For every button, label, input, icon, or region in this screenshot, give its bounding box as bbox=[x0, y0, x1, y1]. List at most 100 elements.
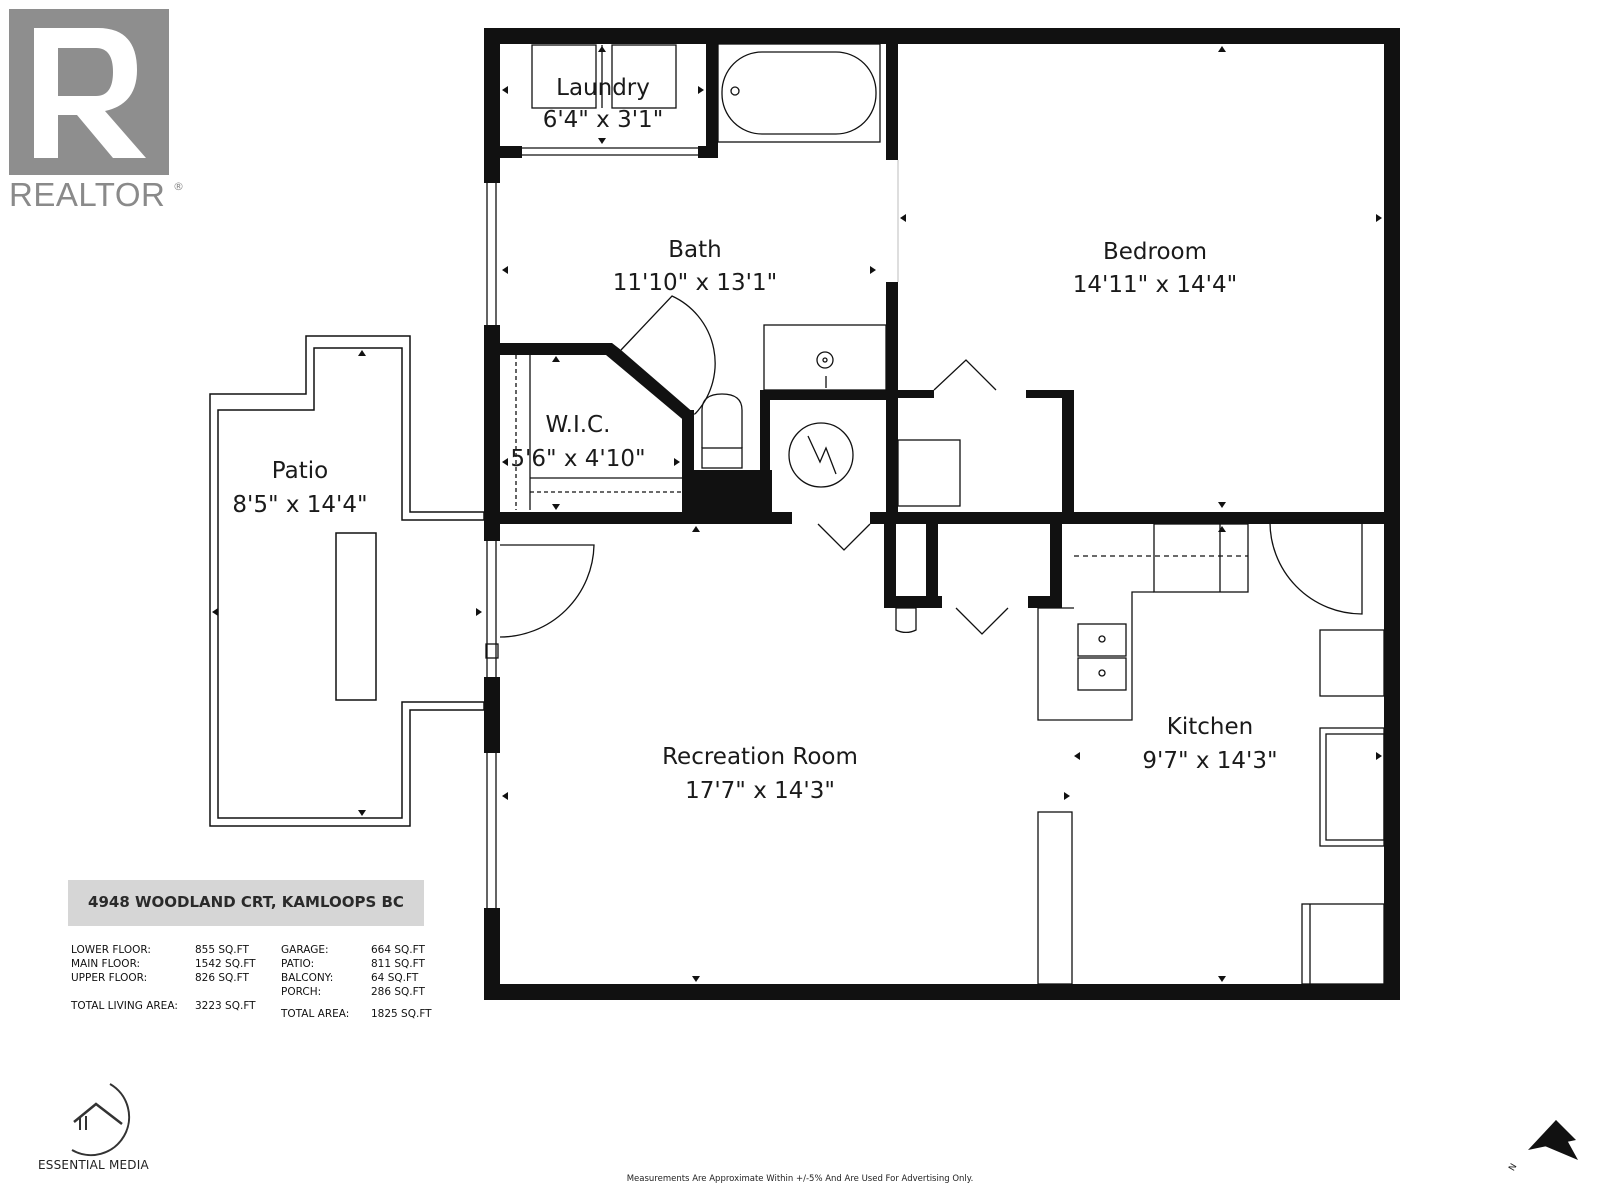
toilet-bowl bbox=[701, 393, 743, 448]
area-row: GARAGE: 664 SQ.FT bbox=[281, 943, 441, 957]
bathtub bbox=[717, 43, 881, 143]
disclaimer: Measurements Are Approximate Within +/-5… bbox=[626, 1174, 974, 1184]
area-row: LOWER FLOOR: 855 SQ.FT bbox=[71, 943, 261, 957]
wall-closet-north-b bbox=[1026, 390, 1070, 398]
water-heater bbox=[788, 422, 854, 488]
room-labels: Laundry 6'4" x 3'1" Bath 11'10" x 13'1" … bbox=[232, 75, 1277, 804]
wall-west-1 bbox=[484, 28, 500, 183]
area-label: GARAGE: bbox=[281, 944, 329, 956]
washer bbox=[531, 44, 597, 109]
area-label: UPPER FLOOR: bbox=[71, 972, 148, 984]
room-dims-bath: 11'10" x 13'1" bbox=[613, 270, 777, 296]
total-living-row: TOTAL LIVING AREA: 3223 SQ.FT bbox=[71, 999, 261, 1013]
wall-toilet-chase bbox=[694, 470, 772, 520]
area-row: PATIO: 811 SQ.FT bbox=[281, 957, 441, 971]
wall-laundry-east bbox=[706, 44, 718, 158]
area-value: 1542 SQ.FT bbox=[195, 958, 256, 970]
area-value: 826 SQ.FT bbox=[195, 972, 249, 984]
fridge-door-swing bbox=[1269, 519, 1363, 615]
photographer-label: ESSENTIAL MEDIA bbox=[38, 1158, 149, 1172]
realtor-logo: REALTOR ® bbox=[9, 9, 184, 213]
room-dims-patio: 8'5" x 14'4" bbox=[232, 492, 367, 518]
area-label: PORCH: bbox=[281, 986, 322, 998]
wall-bath-bed-1 bbox=[886, 44, 898, 160]
total-area-value: 1825 SQ.FT bbox=[371, 1008, 432, 1020]
wall-wic-east bbox=[682, 410, 694, 520]
bathtub-basin bbox=[721, 51, 877, 135]
wall-closet-east bbox=[1062, 390, 1074, 524]
area-value: 664 SQ.FT bbox=[371, 944, 425, 956]
wall-closet-d bbox=[926, 596, 942, 608]
room-dims-laundry: 6'4" x 3'1" bbox=[543, 107, 664, 133]
room-name-wic: W.I.C. bbox=[546, 412, 611, 438]
area-row: BALCONY:64 SQ.FT bbox=[281, 971, 441, 985]
toilet-tank bbox=[701, 447, 743, 469]
room-name-recreation: Recreation Room bbox=[662, 744, 858, 770]
kitchen-cabinet-se bbox=[1301, 903, 1385, 985]
bedroom-dresser bbox=[897, 439, 961, 507]
total-area-label: TOTAL AREA: bbox=[281, 1008, 350, 1020]
patio bbox=[209, 335, 485, 827]
walls bbox=[484, 28, 1400, 1000]
realtor-r-icon bbox=[34, 28, 146, 158]
wall-divider-1 bbox=[484, 512, 792, 524]
dimension-markers bbox=[212, 46, 1382, 982]
dryer bbox=[611, 44, 677, 109]
total-living-label: TOTAL LIVING AREA: bbox=[71, 1000, 178, 1012]
area-value: 286 SQ.FT bbox=[371, 986, 425, 998]
room-name-kitchen: Kitchen bbox=[1167, 714, 1253, 740]
wall-utility-west bbox=[760, 390, 770, 524]
floor-areas-right: GARAGE: 664 SQ.FT PATIO: 811 SQ.FT BALCONY… bbox=[281, 943, 441, 1021]
address-banner: 4948 WOODLAND CRT, KAMLOOPS BC bbox=[68, 880, 424, 926]
patio-outline bbox=[209, 335, 485, 827]
entry-door-swing bbox=[499, 544, 595, 638]
wall-closet-b bbox=[926, 512, 938, 608]
patio-table bbox=[335, 532, 377, 701]
realtor-wordmark: REALTOR bbox=[9, 176, 165, 213]
room-dims-recreation: 17'7" x 14'3" bbox=[685, 778, 835, 804]
area-row: MAIN FLOOR: 1542 SQ.FT bbox=[71, 957, 261, 971]
floor-areas-left: LOWER FLOOR: 855 SQ.FT MAIN FLOOR: 1542 SQ… bbox=[71, 943, 261, 1013]
area-label: PATIO: bbox=[281, 958, 315, 970]
wall-closet-a bbox=[884, 512, 896, 608]
area-row: UPPER FLOOR: 826 SQ.FT bbox=[71, 971, 261, 985]
kitchen-sink-2 bbox=[1077, 657, 1127, 691]
area-value: 811 SQ.FT bbox=[371, 958, 425, 970]
essential-media-ring-icon bbox=[71, 1083, 131, 1157]
room-name-patio: Patio bbox=[272, 458, 328, 484]
room-name-bath: Bath bbox=[668, 237, 721, 263]
wall-utility-north bbox=[760, 390, 892, 400]
wall-west-3 bbox=[484, 677, 500, 753]
essential-media-logo bbox=[71, 1083, 131, 1157]
area-value: 855 SQ.FT bbox=[195, 944, 249, 956]
room-dims-bedroom: 14'11" x 14'4" bbox=[1073, 272, 1237, 298]
area-row: PORCH: 286 SQ.FT bbox=[281, 985, 441, 999]
kitchen-sink-1 bbox=[1077, 623, 1127, 657]
fixtures bbox=[485, 43, 1385, 985]
kitchen-upper-cab bbox=[1153, 523, 1249, 593]
area-label: LOWER FLOOR: bbox=[71, 944, 151, 956]
room-name-bedroom: Bedroom bbox=[1103, 239, 1207, 265]
area-label: MAIN FLOOR: bbox=[71, 958, 141, 970]
wall-closet-c bbox=[884, 596, 926, 608]
room-name-laundry: Laundry bbox=[556, 75, 650, 101]
wall-wic-diagonal bbox=[606, 343, 695, 423]
north-arrow-icon: N bbox=[1507, 1120, 1578, 1173]
wall-laundry-south-a bbox=[500, 146, 522, 158]
wall-closet-f bbox=[1050, 512, 1062, 608]
wall-divider-2 bbox=[870, 512, 1400, 524]
wall-west-4 bbox=[484, 908, 500, 1000]
total-area-row: TOTAL AREA: 1825 SQ.FT bbox=[281, 1007, 441, 1021]
compass-label: N bbox=[1507, 1162, 1519, 1173]
bath-vanity bbox=[763, 324, 887, 391]
total-living-value: 3223 SQ.FT bbox=[195, 1000, 256, 1012]
wall-south bbox=[484, 984, 1400, 1000]
wic-door-swing bbox=[620, 295, 716, 415]
kitchen-island bbox=[1037, 811, 1073, 985]
kitchen-cabinet-east bbox=[1319, 629, 1385, 697]
wall-north bbox=[484, 28, 1400, 44]
area-value: 64 SQ.FT bbox=[371, 972, 419, 984]
wall-wic-north bbox=[500, 343, 612, 355]
registered-mark: ® bbox=[173, 180, 184, 193]
